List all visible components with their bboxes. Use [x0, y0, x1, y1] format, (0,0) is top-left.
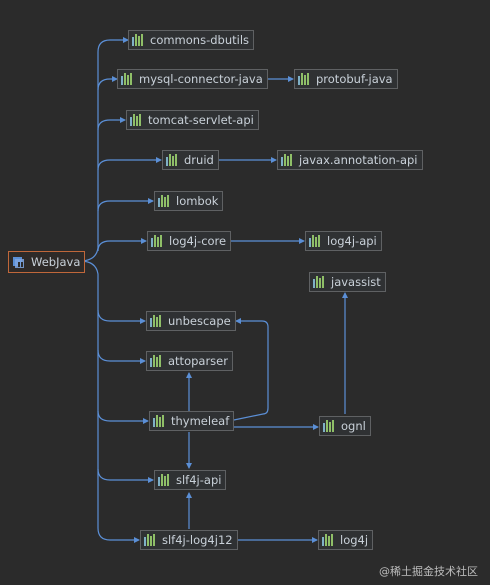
node-label: log4j	[340, 533, 369, 547]
node-label: slf4j-log4j12	[162, 533, 233, 547]
library-jar-icon	[166, 154, 179, 166]
library-jar-icon	[130, 114, 143, 126]
library-jar-icon	[313, 276, 326, 288]
node-javassist[interactable]: javassist	[309, 272, 386, 292]
library-jar-icon	[150, 315, 163, 327]
node-label: WebJava	[31, 255, 81, 269]
library-jar-icon	[322, 534, 335, 546]
node-slf4j-log4j12[interactable]: slf4j-log4j12	[140, 530, 238, 550]
node-label: attoparser	[168, 354, 228, 368]
module-icon	[12, 255, 26, 269]
library-jar-icon	[158, 474, 171, 486]
node-commons-dbutils[interactable]: commons-dbutils	[128, 30, 255, 50]
node-label: log4j-api	[327, 234, 377, 248]
library-jar-icon	[150, 355, 163, 367]
node-log4j-api[interactable]: log4j-api	[305, 231, 382, 251]
edge-webjava-thymeleaf	[97, 410, 149, 424]
library-jar-icon	[132, 34, 145, 46]
library-jar-icon	[121, 73, 134, 85]
node-druid[interactable]: druid	[162, 150, 219, 170]
watermark: @稀土掘金技术社区	[379, 565, 478, 578]
node-slf4j-api[interactable]: slf4j-api	[154, 470, 227, 490]
edge-webjava-lombok	[97, 198, 154, 212]
edge-webjava-tomcat	[97, 117, 126, 131]
node-log4j-core[interactable]: log4j-core	[147, 231, 232, 251]
node-javax-annotation-api[interactable]: javax.annotation-api	[277, 150, 423, 170]
node-mysql-connector-java[interactable]: mysql-connector-java	[117, 69, 268, 89]
edge-webjava-druid	[97, 157, 162, 171]
node-label: druid	[184, 153, 214, 167]
edge-webjava-unbescape	[97, 309, 146, 324]
edge-webjava-log4jcore	[97, 238, 147, 252]
node-thymeleaf[interactable]: thymeleaf	[149, 411, 235, 431]
node-label: javax.annotation-api	[299, 153, 418, 167]
node-label: javassist	[331, 275, 381, 289]
library-jar-icon	[298, 73, 311, 85]
library-jar-icon	[158, 195, 171, 207]
edge-webjava-lower-trunk	[79, 260, 140, 543]
library-jar-icon	[281, 154, 294, 166]
node-label: commons-dbutils	[150, 33, 250, 47]
node-log4j[interactable]: log4j	[318, 530, 374, 550]
node-label: thymeleaf	[171, 414, 230, 428]
edge-webjava-mysql	[97, 76, 118, 91]
node-label: unbescape	[168, 314, 231, 328]
library-jar-icon	[151, 235, 164, 247]
library-jar-icon	[309, 235, 322, 247]
node-label: slf4j-api	[176, 473, 222, 487]
node-label: mysql-connector-java	[139, 72, 263, 86]
library-jar-icon	[144, 534, 157, 546]
node-label: lombok	[176, 194, 219, 208]
edge-webjava-attoparser	[97, 349, 146, 364]
node-tomcat-servlet-api[interactable]: tomcat-servlet-api	[126, 110, 259, 130]
node-protobuf-java[interactable]: protobuf-java	[294, 69, 398, 89]
node-attoparser[interactable]: attoparser	[146, 351, 233, 371]
node-label: protobuf-java	[316, 72, 393, 86]
node-lombok[interactable]: lombok	[154, 191, 224, 211]
node-label: log4j-core	[169, 234, 227, 248]
node-label: tomcat-servlet-api	[148, 113, 254, 127]
library-jar-icon	[153, 415, 166, 427]
node-webjava[interactable]: WebJava	[8, 251, 86, 273]
node-label: ognl	[341, 419, 366, 433]
edge-webjava-slf4japi	[97, 468, 154, 483]
library-jar-icon	[323, 420, 336, 432]
edge-webjava-trunk	[79, 37, 129, 262]
node-ognl[interactable]: ognl	[319, 416, 371, 436]
node-unbescape[interactable]: unbescape	[146, 311, 236, 331]
edge-thymeleaf-unbescape	[228, 318, 269, 422]
